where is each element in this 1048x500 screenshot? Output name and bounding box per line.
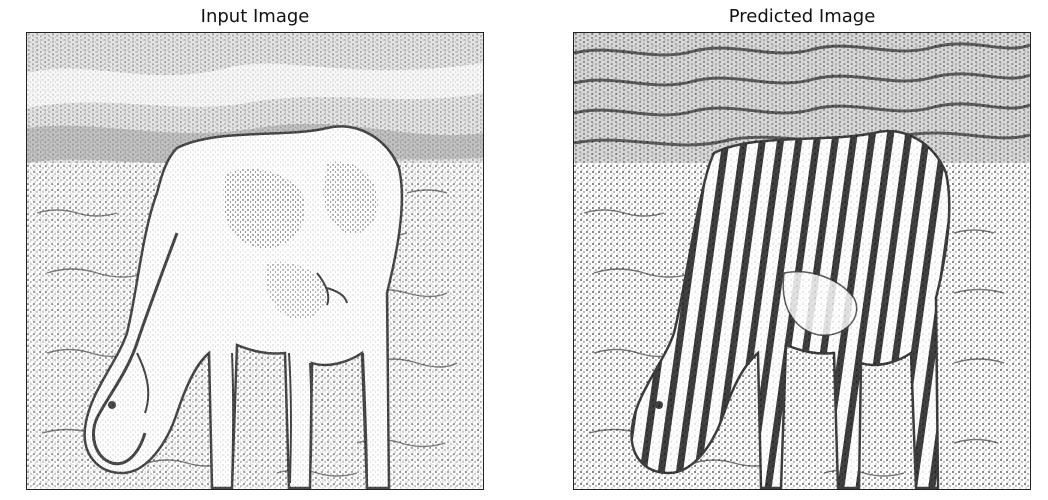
input-image-title: Input Image [200, 6, 310, 27]
predicted-image [574, 33, 1030, 489]
input-image-panel [26, 32, 484, 490]
predicted-image-title: Predicted Image [728, 6, 876, 27]
input-image [27, 33, 483, 489]
predicted-image-panel [573, 32, 1031, 490]
